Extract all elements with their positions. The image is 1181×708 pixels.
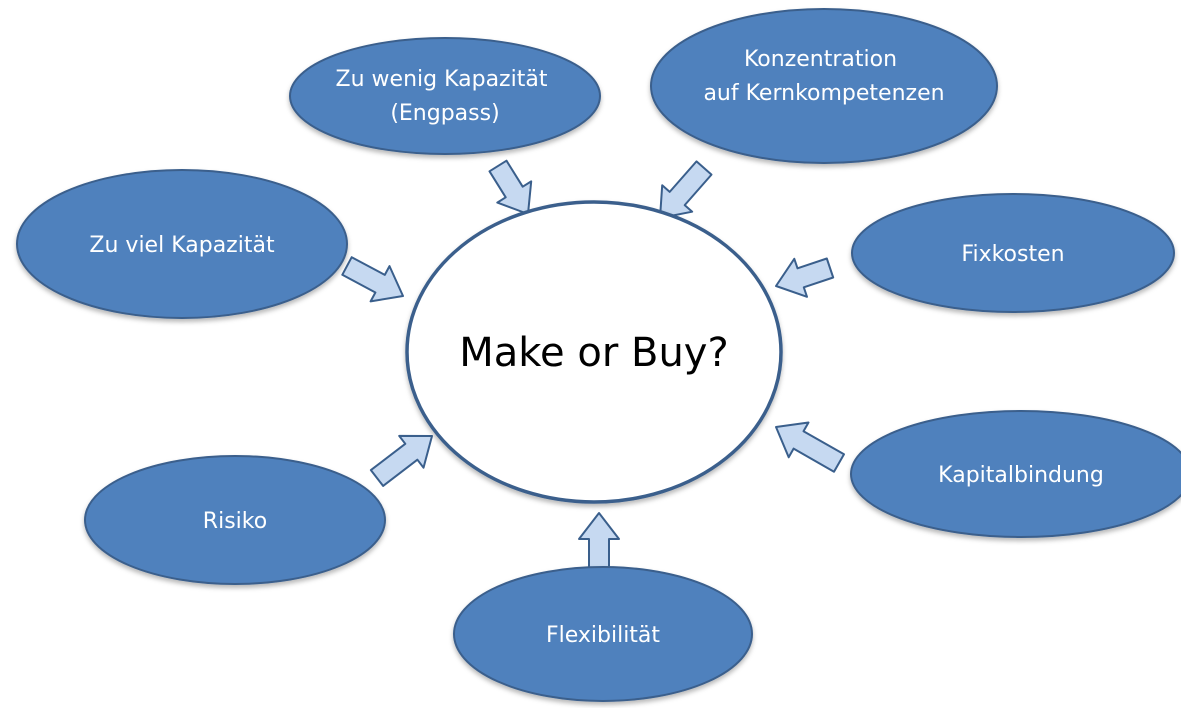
- factor-label-line: Risiko: [203, 509, 267, 534]
- factor-fixkosten: Fixkosten: [851, 193, 1175, 313]
- factor-label-line: Konzentration: [744, 47, 897, 72]
- center-node: Make or Buy?: [405, 200, 783, 504]
- factor-label-line: Flexibilität: [546, 623, 660, 648]
- arrow-zu-wenig-kapazitaet-icon: [488, 159, 533, 215]
- svg-text:Konzentration auf Kern: Konzentration auf Kernkompetenzen: [703, 47, 944, 106]
- factors-group: Zu viel Kapazität Zu wenig Kapazität (En…: [16, 8, 1181, 702]
- factor-kapitalbindung: Kapitalbindung: [850, 410, 1181, 538]
- factor-risiko: Risiko: [84, 455, 386, 585]
- arrow-kernkompetenzen-icon: [659, 160, 713, 219]
- arrow-fixkosten-icon: [775, 257, 835, 298]
- factor-kernkompetenzen: Konzentration auf Kernkompetenzen: [650, 8, 998, 164]
- factor-label-line: Zu viel Kapazität: [89, 233, 275, 258]
- arrow-risiko-icon: [369, 434, 433, 487]
- factor-flexibilitaet: Flexibilität: [453, 566, 753, 702]
- factor-zu-wenig-kapazitaet: Zu wenig Kapazität (Engpass): [289, 37, 601, 155]
- svg-text:Zu viel Kapazität: Zu viel Kapazität: [89, 233, 275, 258]
- factor-label-line: (Engpass): [390, 101, 499, 126]
- arrow-kapitalbindung-icon: [775, 421, 845, 473]
- factor-label-line: Kapitalbindung: [938, 463, 1104, 488]
- svg-text:Zu wenig Kapazität (En: Zu wenig Kapazität (Engpass): [336, 67, 555, 126]
- svg-text:Fixkosten: Fixkosten: [961, 242, 1064, 267]
- svg-text:Flexibilität: Flexibilität: [546, 623, 660, 648]
- svg-text:Kapitalbindung: Kapitalbindung: [938, 463, 1104, 488]
- center-label: Make or Buy?: [459, 330, 728, 376]
- svg-text:Risiko: Risiko: [203, 509, 267, 534]
- factor-label-line: Zu wenig Kapazität: [336, 67, 548, 92]
- arrows-group: [341, 159, 845, 575]
- factor-label-line: auf Kernkompetenzen: [703, 81, 944, 106]
- factor-zu-viel-kapazitaet: Zu viel Kapazität: [16, 169, 348, 319]
- arrow-zu-viel-kapazitaet-icon: [341, 256, 404, 303]
- arrow-flexibilitaet-icon: [578, 512, 620, 575]
- factor-label-line: Fixkosten: [961, 242, 1064, 267]
